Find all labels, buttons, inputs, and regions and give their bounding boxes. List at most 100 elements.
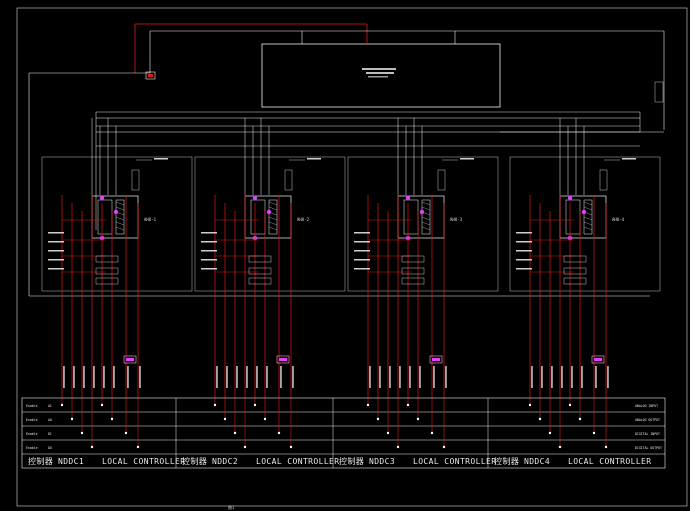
- ahu-device-label-line: [48, 268, 64, 270]
- io-terminal-dot: [376, 417, 380, 421]
- terminal-label: [139, 366, 141, 388]
- ahu-frame: [41, 156, 193, 292]
- io-terminal-dot: [396, 445, 400, 449]
- ahu-device-label-line: [354, 259, 370, 261]
- ahu-sensor: [581, 209, 587, 215]
- io-row-right-label: ANALOG OUTPUT: [635, 418, 660, 422]
- io-row-right-label: DIGITAL OUTPUT: [635, 446, 662, 450]
- terminal-label: [445, 366, 447, 388]
- ahu-device-label-line: [516, 268, 532, 270]
- io-terminal-dot: [223, 417, 227, 421]
- ahu-terminal-tag-fill: [126, 358, 134, 361]
- ahu-device-box: [563, 267, 587, 275]
- terminal-label: [280, 366, 282, 388]
- io-terminal-dot: [548, 431, 552, 435]
- top-left-sensor-box: [145, 71, 156, 80]
- ahu-device-box: [95, 267, 119, 275]
- terminal-label: [256, 366, 258, 388]
- io-row-right-label: ANALOG INPUT: [635, 404, 658, 408]
- ahu-filter-hatch: [421, 226, 431, 231]
- io-terminal-dot: [124, 431, 128, 435]
- bottom-note: 图1: [228, 504, 235, 510]
- controller-caption: LOCAL CONTROLLER: [413, 457, 496, 466]
- ahu-device-label-line: [201, 232, 217, 234]
- ahu-device-label-line: [48, 250, 64, 252]
- ahu-device-label-line: [354, 268, 370, 270]
- ahu-unit: AHU-1: [41, 118, 193, 398]
- io-terminal-dot: [253, 403, 257, 407]
- ahu-terminal-tag: [123, 355, 137, 364]
- ahu-device-label-line: [201, 268, 217, 270]
- controller-prefix: 控制器: [182, 456, 207, 466]
- ahu-sensor: [113, 209, 119, 215]
- io-table-frame: [21, 397, 666, 469]
- ahu-filter-hatch: [115, 201, 125, 206]
- io-terminal-dot: [70, 417, 74, 421]
- ahu-filter-hatch: [115, 216, 125, 221]
- terminal-label: [216, 366, 218, 388]
- terminal-label: [113, 366, 115, 388]
- io-row-code: AO: [48, 418, 52, 422]
- ahu-device-box: [563, 255, 587, 263]
- terminal-label: [226, 366, 228, 388]
- io-terminal-dot: [416, 417, 420, 421]
- terminal-label: [266, 366, 268, 388]
- io-terminal-dot: [277, 431, 281, 435]
- ahu-device-label-line: [516, 250, 532, 252]
- ahu-side-sensor: [437, 169, 446, 191]
- controller-prefix: 控制器: [494, 456, 519, 466]
- ahu-filter-hatch: [583, 206, 593, 211]
- ahu-side-label-line: [154, 158, 168, 160]
- outer-border: [16, 7, 688, 507]
- ahu-device-box: [401, 277, 425, 285]
- ahu-sensor: [567, 195, 573, 201]
- terminal-label: [236, 366, 238, 388]
- ahu-terminal-tag: [591, 355, 605, 364]
- controller-label: NDDC4: [524, 457, 550, 466]
- ahu-filter-hatch: [421, 221, 431, 226]
- terminal-label: [607, 366, 609, 388]
- ahu-side-label-line: [622, 158, 636, 160]
- right-tag-block: [654, 81, 664, 103]
- terminal-label: [246, 366, 248, 388]
- terminal-label: [409, 366, 411, 388]
- io-terminal-dot: [406, 403, 410, 407]
- ahu-side-sensor: [599, 169, 608, 191]
- io-terminal-dot: [243, 445, 247, 449]
- io-terminal-dot: [538, 417, 542, 421]
- io-terminal-dot: [110, 417, 114, 421]
- terminal-label: [561, 366, 563, 388]
- ahu-side-sensor: [284, 169, 293, 191]
- ahu-sensor: [252, 195, 258, 201]
- io-row-code: DO: [48, 446, 52, 450]
- ahu-device-box: [95, 277, 119, 285]
- ahu-device-box: [401, 255, 425, 263]
- controller-caption: LOCAL CONTROLLER: [568, 457, 651, 466]
- ahu-device-box: [248, 277, 272, 285]
- io-row-code: AI: [48, 404, 52, 408]
- central-station-text: [362, 68, 396, 78]
- ahu-device-box: [95, 255, 119, 263]
- controller-label: NDDC1: [58, 457, 84, 466]
- ahu-filter-hatch: [583, 226, 593, 231]
- ahu-device-label-line: [201, 241, 217, 243]
- ahu-device-label-line: [201, 259, 217, 261]
- io-terminal-dot: [90, 445, 94, 449]
- terminal-label: [369, 366, 371, 388]
- terminal-label: [541, 366, 543, 388]
- terminal-label: [83, 366, 85, 388]
- ahu-device-box: [563, 277, 587, 285]
- ahu-tag-label: AHU-2: [297, 217, 310, 222]
- ahu-filter-hatch: [583, 221, 593, 226]
- terminal-label: [581, 366, 583, 388]
- terminal-label: [292, 366, 294, 388]
- ahu-device-label-line: [516, 241, 532, 243]
- ahu-side-sensor: [131, 169, 140, 191]
- ahu-filter-hatch: [115, 221, 125, 226]
- ahu-side-label-line: [460, 158, 474, 160]
- terminal-label: [379, 366, 381, 388]
- ahu-side-label-line: [307, 158, 321, 160]
- io-terminal-dot: [213, 403, 217, 407]
